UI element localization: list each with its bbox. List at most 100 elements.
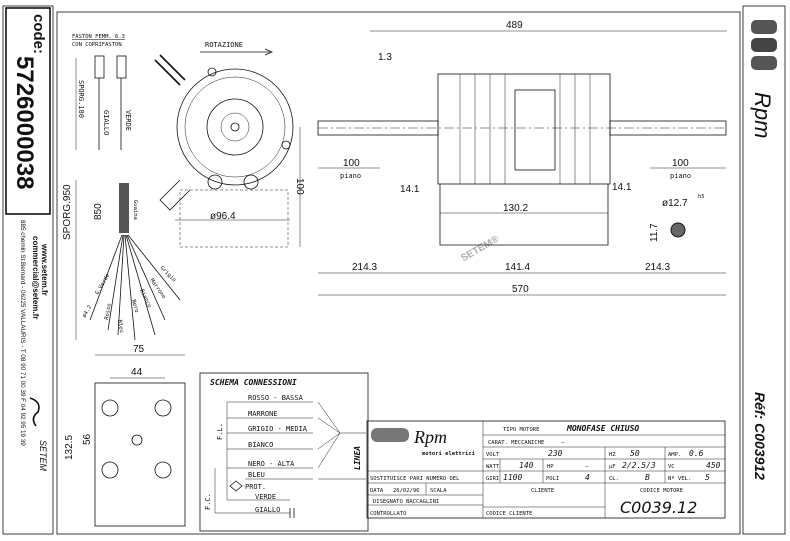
dim-14-1-left: 14.1 xyxy=(400,184,420,195)
mount-hole xyxy=(243,174,259,190)
label: µF xyxy=(609,464,616,470)
label: VOLT xyxy=(486,452,500,458)
faston-connector xyxy=(94,55,105,79)
label: CODICE MOTORE xyxy=(640,488,683,494)
shaft xyxy=(230,122,240,132)
motor-body xyxy=(437,73,611,185)
cooling-fins xyxy=(459,74,591,184)
data-value: 26/02/96 xyxy=(393,488,420,494)
schema-line-label: ROSSO - BASSA xyxy=(248,394,304,402)
nvel-value: 5 xyxy=(705,473,710,482)
screw xyxy=(281,140,291,150)
piano-right: piano xyxy=(670,172,691,180)
dim-214-3-right: 214.3 xyxy=(645,262,670,273)
dim-132-5: 132.5 xyxy=(64,435,75,460)
faston-label: FASTON FEMM. 6.3 xyxy=(72,34,125,40)
wire-label: Grigio xyxy=(159,265,177,283)
wiring-detail: FASTON FEMM. 6.3 CON COPRIFASTON SPORG.1… xyxy=(62,34,181,341)
dim-214-3-left: 214.3 xyxy=(352,262,377,273)
terminal-box xyxy=(514,89,556,171)
dim-1-3: 1.3 xyxy=(378,52,392,63)
motor-hub xyxy=(206,98,264,156)
setem-logo: SETEM xyxy=(29,397,48,472)
giri-value: 1100 xyxy=(503,473,522,482)
label: HZ xyxy=(609,452,616,458)
label: CARAT. MECCANICHE xyxy=(488,440,544,446)
left-panel: code: 5726000038 www.setem.fr commercial… xyxy=(2,5,54,535)
hp-value: — xyxy=(585,464,589,470)
drawing-frame xyxy=(56,11,741,535)
schema-title: SCHEMA CONNESSIONI xyxy=(210,378,297,387)
mount-bracket xyxy=(439,184,609,246)
title-block-grid xyxy=(367,421,725,518)
address: 885 chemin St.Bernard - 06225 VALLAURIS … xyxy=(19,220,26,446)
title-block-frame xyxy=(366,420,726,519)
volt-value: 230 xyxy=(548,449,563,458)
carat-value: — xyxy=(561,440,565,446)
logo-subtitle: motori elettrici xyxy=(422,451,476,457)
logo-text: Rpm xyxy=(413,427,447,447)
schema-line-label: MARRONE xyxy=(248,410,278,418)
screw xyxy=(207,67,217,77)
rpm-brand: Rpm xyxy=(750,92,775,138)
hz-value: 50 xyxy=(630,449,640,458)
side-view: 489 1.3 SETEM® 100 piano 100 piano 14.1 … xyxy=(317,20,727,296)
label: VC xyxy=(668,464,675,470)
shaft-diam: ø12.7 xyxy=(662,198,688,209)
label: Nº VEL. xyxy=(668,475,691,482)
dim-100-left: 100 xyxy=(343,158,360,169)
coil-icon xyxy=(751,20,777,34)
ref-code: Réf: C003912 xyxy=(752,392,768,480)
rotation-label: ROTAZIONE xyxy=(205,41,243,49)
dim-44: 44 xyxy=(131,367,143,378)
coil-icon xyxy=(751,56,777,70)
motor-hub xyxy=(220,112,250,142)
motor-outline xyxy=(184,76,286,178)
tipo-motore-value: MONOFASE CHIUSO xyxy=(566,424,639,433)
poli-value: 4 xyxy=(585,473,590,482)
wire-label: Bianco xyxy=(138,288,152,309)
email: commercial@setem.fr xyxy=(31,236,40,319)
code-box xyxy=(5,7,51,215)
title-block: Rpm motori elettrici TIPO MOTORE MONOFAS… xyxy=(366,420,726,519)
code-value: 5726000038 xyxy=(11,56,38,189)
guaina-label: Guaina xyxy=(132,200,138,220)
fc-label: F.C. xyxy=(204,493,212,510)
disegnato-label: DISEGNATO BACCAGLINI xyxy=(373,499,439,505)
label: CL. xyxy=(609,476,619,482)
bracket-hole xyxy=(154,399,172,417)
coprifaston-label: CON COPRIFASTON xyxy=(72,42,122,48)
dim-11-7: 11.7 xyxy=(649,223,660,242)
coil-icon xyxy=(751,38,777,52)
rpm-coil-logo xyxy=(751,20,777,70)
schema-line-label: BIANCO xyxy=(248,441,273,449)
wire-label: Nero xyxy=(130,299,139,313)
schema-line-label: BLEU xyxy=(248,471,265,479)
front-height: 100 xyxy=(294,178,305,195)
mount-hole xyxy=(207,174,223,190)
shaft-tolerance: h5 xyxy=(698,194,705,200)
label: HP xyxy=(547,464,554,470)
watt-value: 140 xyxy=(519,461,534,470)
bracket-plate xyxy=(94,382,186,527)
front-view: ROTAZIONE ø96.4 100 xyxy=(154,41,305,248)
uf-value: 2/2.5/3 xyxy=(622,461,656,470)
motor-outline xyxy=(176,68,294,186)
bracket-hole xyxy=(101,461,119,479)
sporg-180: SPORG.180 xyxy=(77,80,85,118)
len-850: 850 xyxy=(93,203,104,220)
amp-value: 0.6 xyxy=(689,449,704,458)
bracket-view: 75 44 132.5 56 xyxy=(64,344,186,527)
piano-left: piano xyxy=(340,172,361,180)
base xyxy=(179,189,289,248)
diam-label: ø4.2 xyxy=(82,305,94,319)
dim-130-2: 130.2 xyxy=(503,203,528,214)
codice-motore-value: C0039.12 xyxy=(620,498,697,517)
left-panel-frame xyxy=(2,5,54,535)
watermark: SETEM® xyxy=(459,233,501,264)
label: CLIENTE xyxy=(531,488,554,494)
schema-line-label: PROT. xyxy=(245,483,266,491)
label: GIRI xyxy=(486,476,499,482)
schema-lines xyxy=(214,401,366,514)
